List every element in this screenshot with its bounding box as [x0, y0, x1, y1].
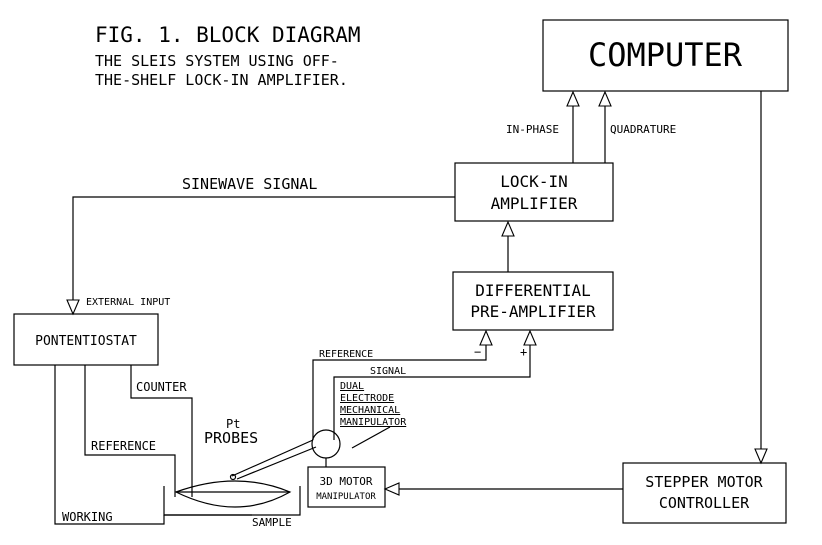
stepper-to-motor-arrow [383, 482, 400, 496]
motor-label-line2: MANIPULATOR [316, 492, 376, 502]
electrolyte-drop [174, 480, 292, 508]
sinewave-signal-line [72, 196, 455, 300]
differential-preamp-block [452, 271, 614, 331]
dual-label-line4: MANIPULATOR [340, 417, 407, 428]
sample-label: SAMPLE [252, 516, 292, 529]
reference-top-label: REFERENCE [319, 349, 373, 360]
working-label: WORKING [62, 510, 113, 524]
diff-label-line2: PRE-AMPLIFIER [470, 302, 596, 321]
dual-label-line1: DUAL [340, 381, 364, 392]
probe-arm-1 [231, 439, 314, 477]
lockin-amplifier-block [454, 162, 614, 222]
stepper-label-line1: STEPPER MOTOR [645, 473, 763, 491]
plus-sign: + [520, 345, 527, 359]
reference-left-label: REFERENCE [91, 439, 156, 453]
stepper-controller-block [622, 462, 787, 524]
in-phase-arrow [566, 90, 580, 107]
figure-subtitle-line1: THE SLEIS SYSTEM USING OFF- [95, 52, 339, 70]
dual-label-line3: MECHANICAL [340, 405, 400, 416]
computer-block [542, 19, 789, 92]
probe-arm-2 [236, 446, 317, 480]
external-input-label: EXTERNAL INPUT [86, 297, 170, 308]
motor-label-line1: 3D MOTOR [320, 475, 373, 488]
dual-manipulator-leader [351, 426, 391, 449]
reference-electrode-line [84, 365, 176, 497]
dual-label-line2: ELECTRODE [340, 393, 394, 404]
diff-label-line1: DIFFERENTIAL [475, 281, 591, 300]
in-phase-label: IN-PHASE [506, 123, 559, 136]
reference-to-diff-line [312, 345, 487, 440]
sample-cell [163, 480, 301, 516]
computer-to-stepper-arrow [754, 448, 768, 465]
potentiostat-block [13, 313, 159, 366]
sinewave-signal-label: SINEWAVE SIGNAL [182, 175, 317, 193]
figure-subtitle-line2: THE-SHELF LOCK-IN AMPLIFIER. [95, 71, 348, 89]
diff-to-lockin-arrow [501, 220, 515, 237]
motor-manipulator-block [307, 466, 386, 508]
signal-label: SIGNAL [370, 366, 406, 377]
quadrature-arrow [598, 90, 612, 107]
lockin-label-line2: AMPLIFIER [491, 194, 578, 213]
reference-to-diff-arrow [479, 329, 493, 346]
computer-label: COMPUTER [588, 36, 743, 74]
lockin-label-line1: LOCK-IN [500, 172, 567, 191]
counter-electrode-line [130, 365, 193, 497]
figure-title: FIG. 1. BLOCK DIAGRAM [95, 23, 361, 47]
signal-to-diff-line [333, 345, 531, 440]
signal-to-diff-arrow [523, 329, 537, 346]
quadrature-label: QUADRATURE [610, 123, 676, 136]
manipulator-joint [311, 429, 341, 459]
pt-label: Pt [226, 417, 240, 431]
probes-label: PROBES [204, 429, 258, 447]
counter-label: COUNTER [136, 380, 187, 394]
minus-sign: − [474, 345, 481, 359]
stepper-label-line2: CONTROLLER [659, 494, 750, 512]
probe-tip [229, 473, 237, 481]
working-electrode-line [54, 365, 165, 525]
sinewave-signal-arrow [66, 299, 80, 316]
sample-dish [163, 486, 301, 516]
potentiostat-label: PONTENTIOSTAT [35, 334, 137, 349]
